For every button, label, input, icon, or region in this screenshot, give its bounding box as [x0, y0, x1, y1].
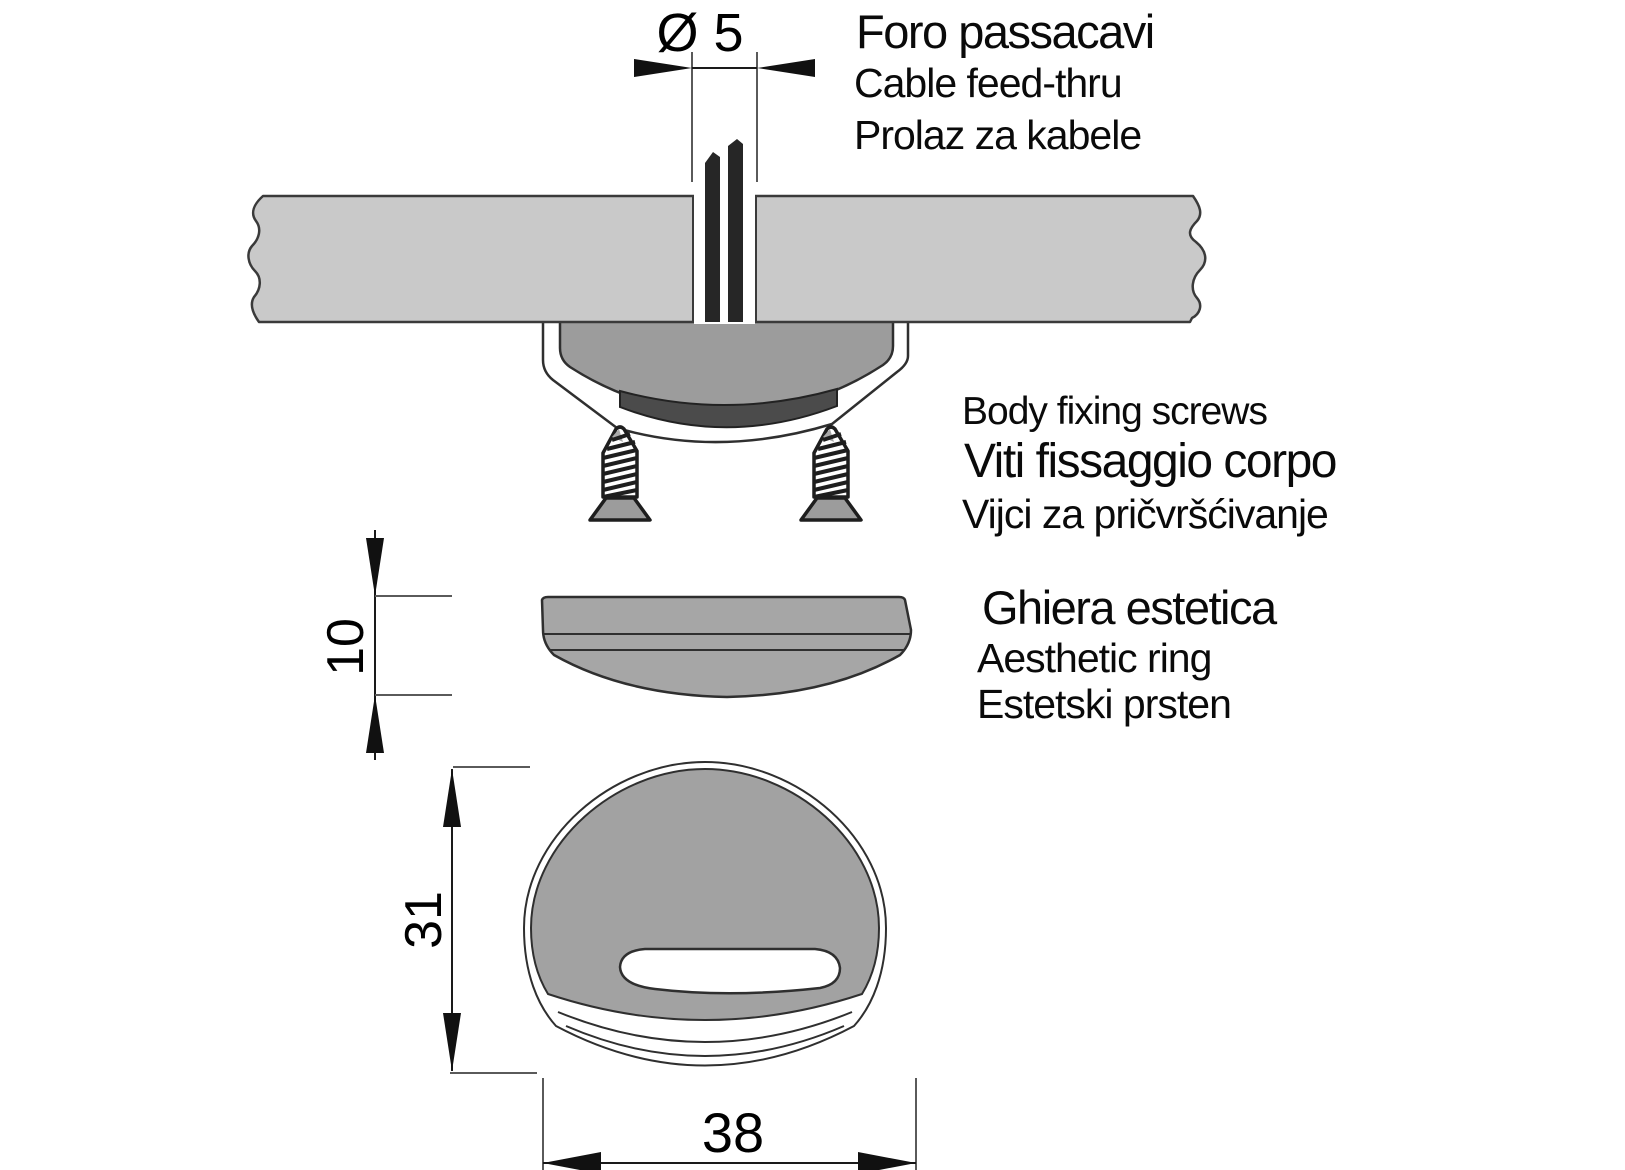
front-ring-rim-line-2 — [565, 1025, 845, 1057]
cable-right — [728, 139, 743, 322]
arrowhead — [366, 538, 384, 596]
screw-head — [799, 496, 863, 522]
cables-group — [705, 139, 743, 322]
arrowhead — [443, 769, 461, 827]
screw-head — [588, 496, 652, 522]
dim-value-body-height: 31 — [395, 891, 453, 949]
label-screws-en: Body fixing screws — [962, 390, 1268, 433]
label-screws-it: Viti fissaggio corpo — [964, 435, 1338, 488]
dim-value-ring-height: 10 — [317, 618, 375, 676]
dim-body-width — [542, 1078, 917, 1170]
label-feedthru-hr: Prolaz za kabele — [854, 112, 1142, 158]
ring-side-outline — [540, 595, 913, 699]
dim-ring-height — [366, 530, 452, 760]
arrowhead — [543, 1152, 601, 1170]
screw-threads — [813, 432, 849, 499]
aesthetic-ring-side-view — [540, 595, 913, 699]
arrowhead — [634, 59, 692, 77]
front-ring-rim-line-1 — [557, 1011, 853, 1043]
label-ring-it: Ghiera estetica — [982, 581, 1277, 634]
screw-threads — [602, 432, 638, 499]
body-front-view — [522, 760, 888, 1067]
rubber-ring-band — [619, 387, 838, 429]
fixing-screw-right — [799, 425, 863, 522]
label-ring-hr: Estetski prsten — [977, 681, 1232, 727]
cable-left — [705, 152, 720, 322]
label-screws-hr: Vijci za pričvršćivanje — [962, 491, 1329, 537]
label-feedthru-en: Cable feed-thru — [854, 60, 1123, 106]
label-ring-en: Aesthetic ring — [977, 635, 1212, 681]
arrowhead — [858, 1152, 916, 1170]
dim-body-height — [443, 766, 537, 1074]
arrowhead — [366, 695, 384, 753]
dim-value-body-width: 38 — [701, 1101, 765, 1164]
arrowhead — [757, 59, 815, 77]
mounting-panel-group — [247, 194, 1207, 324]
label-feedthru-it: Foro passacavi — [856, 5, 1155, 58]
dim-value-hole-diameter: Ø 5 — [656, 3, 744, 63]
body-cross-section-group — [541, 316, 910, 444]
arrowhead — [443, 1013, 461, 1071]
fixing-screw-left — [588, 425, 652, 522]
front-slot — [618, 947, 842, 995]
dim-hole-diameter — [634, 52, 815, 182]
cable-hole — [694, 194, 755, 324]
